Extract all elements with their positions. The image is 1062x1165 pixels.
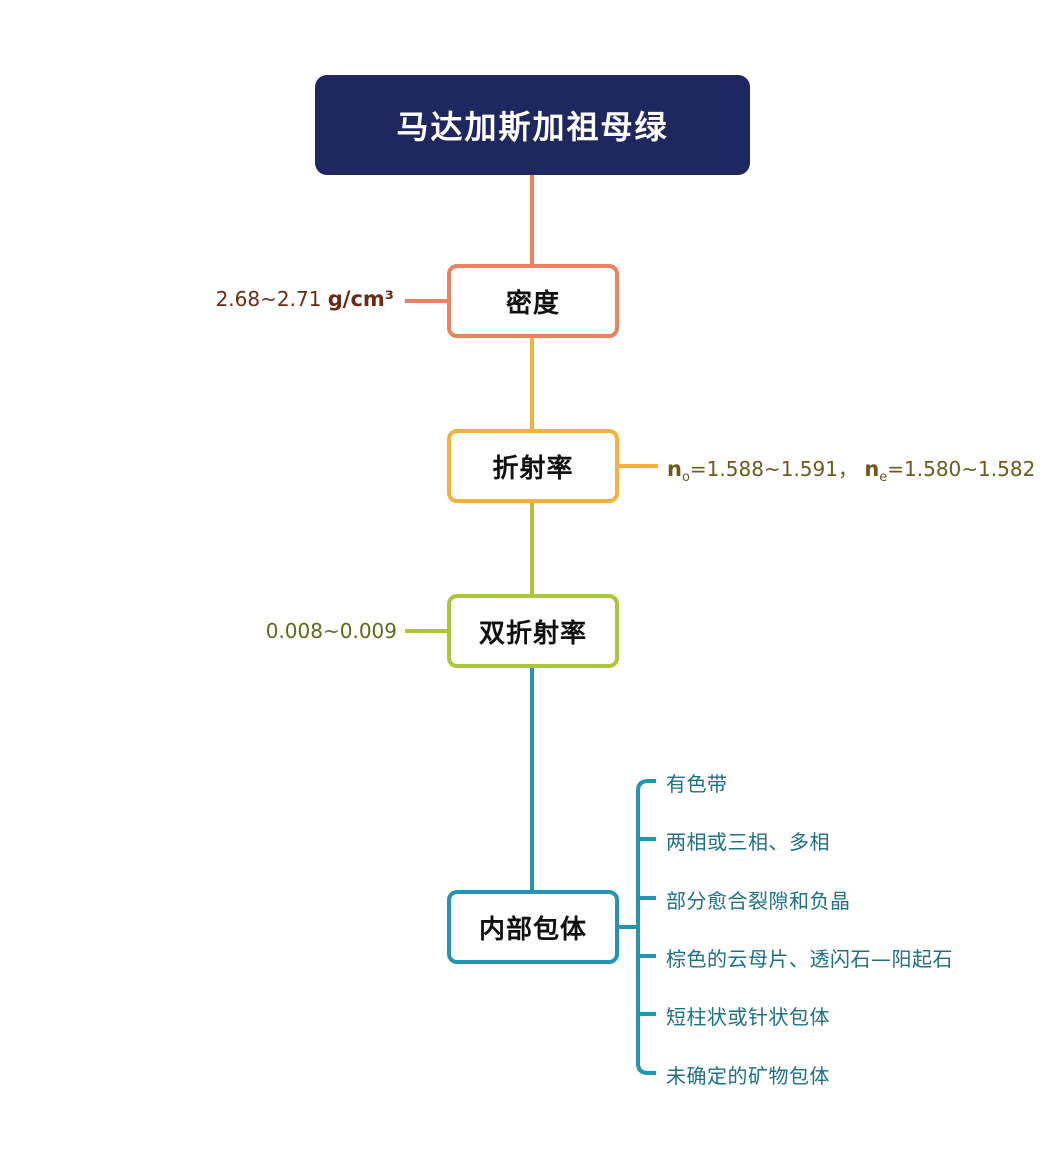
ri-ne-value: =1.580~1.582 (887, 457, 1036, 481)
refractive-index-value: no=1.588~1.591， ne=1.580~1.582 (667, 453, 1035, 485)
inclusion-item: 短柱状或针状包体 (666, 1005, 830, 1029)
ri-no-subscript: o (681, 470, 690, 485)
ri-ne-symbol: n (864, 457, 880, 481)
inclusions-bracket (619, 779, 656, 1075)
inclusion-item: 部分愈合裂隙和负晶 (666, 889, 851, 913)
node-refractive-index: 折射率 (447, 429, 619, 503)
node-inclusions: 内部包体 (447, 890, 619, 964)
density-value: 2.68~2.71 g/cm³ (216, 287, 394, 311)
node-birefringence: 双折射率 (447, 594, 619, 668)
ri-no-symbol: n (667, 457, 682, 481)
root-title: 马达加斯加祖母绿 (315, 75, 750, 175)
ri-ne-subscript: e (879, 470, 888, 485)
inclusion-item: 棕色的云母片、透闪石—阳起石 (666, 947, 953, 971)
density-unit: g/cm³ (327, 287, 394, 311)
inclusion-item: 有色带 (666, 772, 728, 796)
node-density: 密度 (447, 264, 619, 338)
birefringence-value: 0.008~0.009 (265, 619, 397, 643)
inclusion-item: 未确定的矿物包体 (666, 1064, 830, 1088)
ri-no-value: =1.588~1.591， (689, 457, 858, 481)
density-value-number: 2.68~2.71 (215, 287, 322, 311)
inclusion-item: 两相或三相、多相 (666, 830, 830, 854)
